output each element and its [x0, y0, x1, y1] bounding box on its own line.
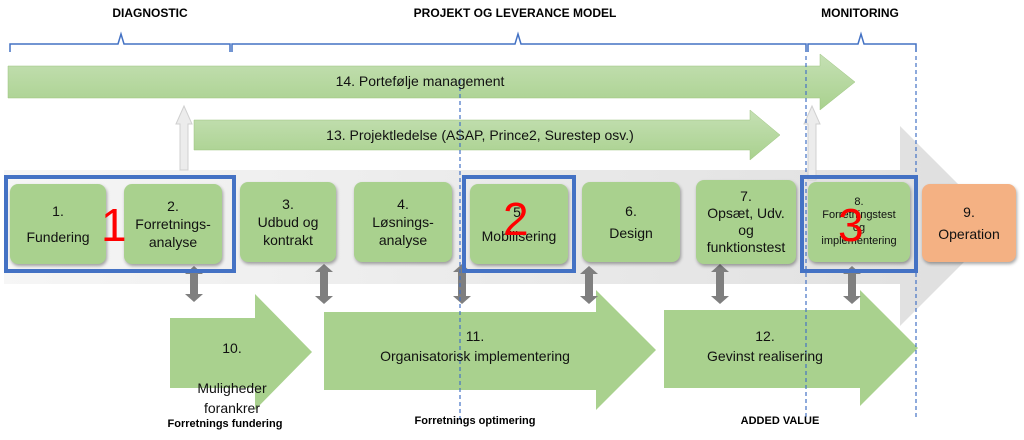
project-mgmt-label: 13. Projektledelse (ASAP, Prince2, Sures…	[326, 127, 634, 143]
step-opsaet-udv-funktionstest[interactable]: 7. Opsæt, Udv. og funktionstest	[696, 180, 796, 264]
up-arrow-left	[175, 104, 193, 171]
double-arrow-2	[315, 264, 333, 304]
arrow-11-label: 11. Organisatorisk implementering	[340, 326, 610, 366]
step-number: 6.	[625, 203, 637, 219]
double-arrow-4	[580, 266, 598, 304]
step-number: 1.	[52, 203, 64, 219]
highlight-group-1	[4, 175, 236, 273]
marker-2: 2	[503, 193, 529, 245]
arrow-10-label: 10. Muligheder forankrer	[172, 318, 292, 438]
portfolio-label: 14. Portefølje management	[335, 73, 505, 89]
arrow-12-number: 12.	[755, 328, 775, 344]
arrow-11	[324, 290, 656, 410]
step-forretningstest-implementering[interactable]: 8. Forretningstest og implementering	[808, 182, 910, 262]
step-number: 9.	[963, 204, 975, 220]
step-udbud-og-kontrakt[interactable]: 3. Udbud og kontrakt	[240, 182, 336, 262]
step-forretningsanalyse[interactable]: 2. Forretnings- analyse	[124, 184, 222, 264]
step-fundering[interactable]: 1. Fundering	[10, 184, 106, 264]
arrow-12-label: 12. Gevinst realisering	[690, 326, 840, 366]
step-label: Udbud og kontrakt	[257, 214, 319, 248]
highlight-group-3	[800, 175, 918, 273]
header-diagnostic: DIAGNOSTIC	[112, 6, 188, 20]
step-loesningsanalyse[interactable]: 4. Løsnings- analyse	[354, 182, 452, 262]
project-mgmt-arrow	[193, 109, 781, 161]
arrow-12	[664, 290, 918, 406]
footer-added-value: ADDED VALUE	[740, 415, 820, 427]
step-label: Løsnings- analyse	[372, 214, 434, 248]
step-operation[interactable]: 9. Operation	[922, 184, 1016, 262]
step-label: Opsæt, Udv. og funktionstest	[706, 205, 786, 255]
step-mobilisering[interactable]: 5. Mobilisering	[470, 184, 568, 264]
arrow-11-number: 11.	[465, 328, 485, 344]
arrow-10-text: Muligheder forankrer	[197, 380, 267, 416]
footer-business-foundation: Forretnings fundering	[167, 418, 283, 430]
step-number: 2.	[167, 198, 179, 214]
step-number: 8.	[854, 196, 864, 208]
portfolio-arrow	[7, 53, 856, 111]
arrow-10-number: 10.	[222, 340, 242, 356]
highlight-group-2	[462, 175, 576, 273]
marker-1: 1	[101, 199, 127, 251]
double-arrow-1	[185, 266, 203, 302]
marker-3: 3	[838, 199, 864, 251]
step-label: Forretningstest og implementering	[821, 209, 897, 247]
step-number: 7.	[740, 188, 752, 204]
step-number: 3.	[282, 196, 294, 212]
step-number: 4.	[397, 196, 409, 212]
brace-diagnostic	[9, 31, 231, 52]
step-design[interactable]: 6. Design	[582, 182, 680, 262]
arrow-10	[170, 294, 312, 410]
up-arrow-right	[803, 104, 821, 181]
footer-business-optimization: Forretnings optimering	[414, 415, 536, 427]
double-arrow-3	[453, 264, 471, 304]
step-number: 5.	[513, 204, 525, 220]
brace-monitoring	[807, 31, 917, 52]
step-label: Fundering	[26, 229, 90, 245]
step-label: Operation	[938, 226, 1000, 242]
double-arrow-6	[843, 266, 861, 304]
double-arrows	[185, 264, 861, 304]
arrow-12-text: Gevinst realisering	[707, 348, 823, 364]
header-monitoring: MONITORING	[821, 6, 899, 20]
brace-project	[231, 31, 807, 52]
header-project-model: PROJEKT OG LEVERANCE MODEL	[413, 6, 617, 20]
arrow-11-text: Organisatorisk implementering	[380, 348, 570, 364]
step-label: Mobilisering	[481, 228, 557, 244]
step-label: Forretnings- analyse	[135, 216, 211, 250]
double-arrow-5	[711, 264, 729, 304]
step-label: Design	[609, 225, 653, 241]
